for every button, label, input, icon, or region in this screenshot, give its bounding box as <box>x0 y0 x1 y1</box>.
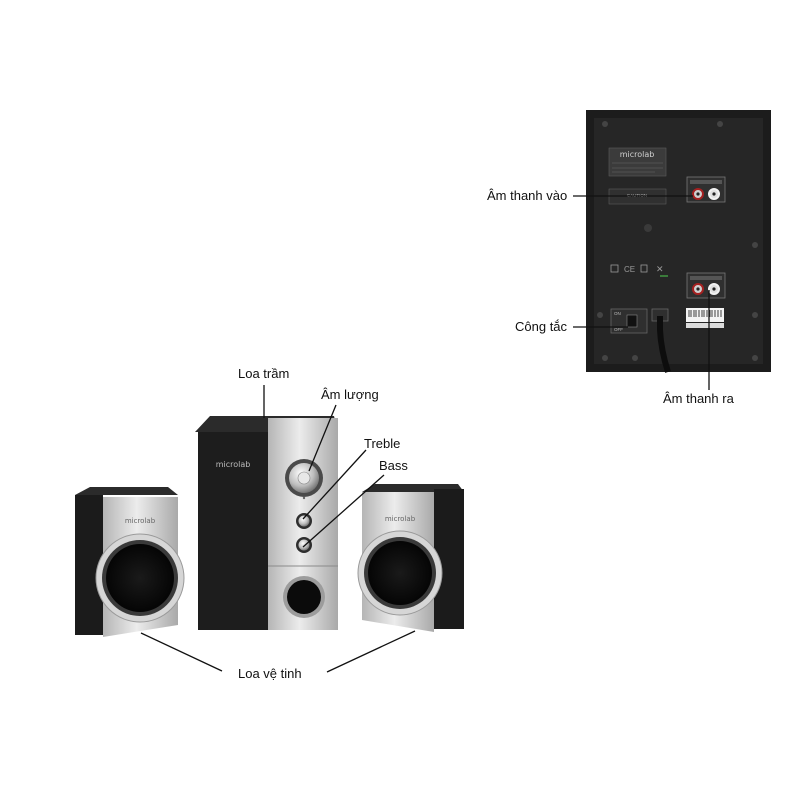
right-satellite-logo: microlab <box>385 515 416 523</box>
svg-text:✕: ✕ <box>656 264 664 274</box>
audio-out-label: Âm thanh ra <box>663 391 734 406</box>
subwoofer-front: microlab <box>195 416 338 630</box>
satellites-label: Loa vệ tinh <box>238 666 302 681</box>
left-satellite-logo: microlab <box>125 517 156 525</box>
barcode-sticker <box>686 308 724 322</box>
back-panel-callouts <box>573 195 710 390</box>
bass-label: Bass <box>379 458 408 473</box>
audio-in-label: Âm thanh vào <box>487 188 568 203</box>
subwoofer-back-panel: microlab CAUTION CE ✕ ON OFF <box>586 110 771 373</box>
power-cable <box>657 316 671 373</box>
volume-label: Âm lượng <box>321 387 379 402</box>
switch-off-text: OFF <box>614 327 623 332</box>
left-satellite-driver <box>106 544 174 612</box>
front-callouts <box>140 385 416 673</box>
right-satellite-driver <box>368 541 432 605</box>
treble-label: Treble <box>364 436 401 451</box>
switch-on-text: ON <box>614 311 621 316</box>
back-panel-logo: microlab <box>620 150 655 159</box>
right-satellite-speaker: microlab <box>357 484 464 632</box>
power-switch-toggle <box>626 314 638 328</box>
subwoofer-logo: microlab <box>216 460 251 469</box>
left-satellite-speaker: microlab <box>75 487 185 637</box>
subwoofer-label: Loa trầm <box>238 366 290 381</box>
power-switch-label: Công tắc <box>515 319 568 334</box>
svg-text:CE: CE <box>624 265 635 274</box>
